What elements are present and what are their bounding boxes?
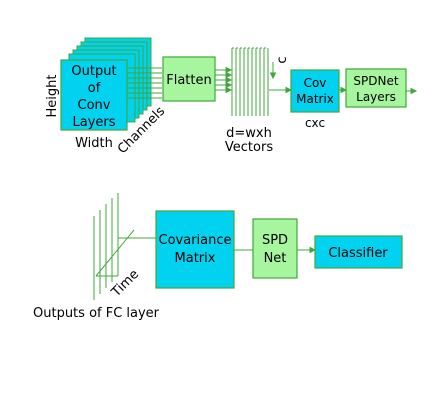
spd-label-line-2: Net (264, 251, 287, 266)
c-label: c (275, 56, 290, 63)
stack-to-flatten-lines (127, 67, 162, 99)
conv-stack: Output of Conv Layers (60, 37, 152, 131)
fc-output-lines (93, 193, 156, 300)
conv-label-line-2: of (88, 81, 101, 96)
covariance-matrix-box: Covariance Matrix (155, 210, 235, 289)
spd-net-box: SPD Net (252, 218, 298, 279)
height-label: Height (45, 75, 60, 118)
flatten-label: Flatten (166, 73, 212, 88)
cov-to-spdnet-arrow (339, 86, 348, 94)
vectors-label-1: d=wxh (226, 126, 272, 141)
classifier-label: Classifier (328, 246, 388, 261)
vectors (231, 48, 269, 116)
conv-layer-front (60, 59, 128, 131)
classifier-box: Classifier (314, 235, 403, 269)
vectors-to-cov-arrow (269, 86, 293, 94)
cov-matrix-box: Cov Matrix (290, 69, 340, 113)
spd-to-classifier-arrow (297, 246, 317, 254)
c-arrow (269, 62, 277, 80)
vectors-label-2: Vectors (225, 140, 273, 155)
cov-label-line-2: Matrix (296, 92, 334, 106)
conv-label-line-4: Layers (72, 115, 115, 130)
conv-label-line-1: Output (71, 64, 116, 79)
fc-caption: Outputs of FC layer (33, 306, 160, 321)
spdnet-label-line-2: Layers (356, 90, 396, 104)
cov-label-line-1: Cov (304, 76, 327, 90)
spdnet-layers-box: SPDNet Layers (345, 68, 407, 108)
covariance-label-line-2: Matrix (175, 251, 216, 266)
top-pipeline: Output of Conv Layers Height Width Chann… (45, 37, 418, 157)
spd-label-line-1: SPD (262, 233, 288, 248)
width-label: Width (75, 136, 113, 151)
flatten-to-vectors-arrows (215, 66, 233, 94)
spdnet-label-line-1: SPDNet (353, 74, 398, 88)
flatten-box: Flatten (162, 56, 216, 102)
cxc-label: cxc (305, 116, 325, 130)
bottom-pipeline: Time Outputs of FC layer Covariance Matr… (33, 193, 403, 321)
covariance-label-line-1: Covariance (159, 233, 232, 248)
spdnet-output-arrow (406, 87, 418, 95)
conv-label-line-3: Conv (78, 98, 111, 113)
time-label: Time (108, 267, 142, 301)
